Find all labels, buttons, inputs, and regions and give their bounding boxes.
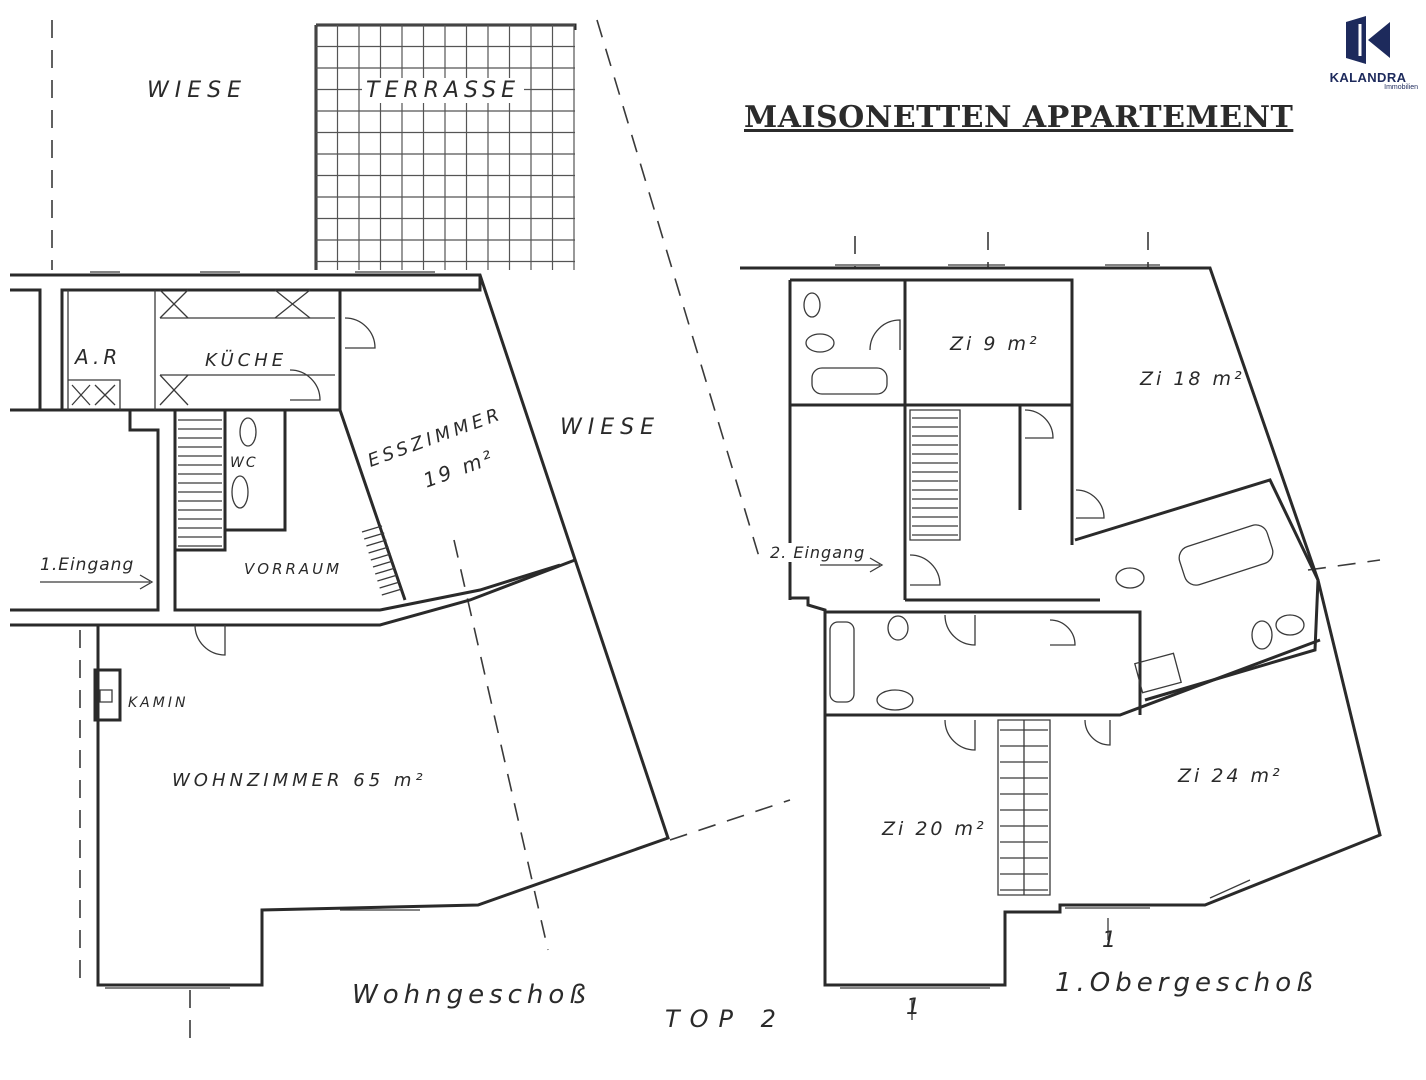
company-logo: KALANDRA Immobilien	[1318, 14, 1418, 91]
terrace-grid	[314, 23, 577, 270]
label-zi24: Zi 24 m²	[1178, 765, 1283, 787]
label-eingang-2: 2. Eingang	[770, 543, 866, 562]
label-top-2: TOP 2	[665, 1005, 786, 1033]
label-wc: WC	[230, 455, 258, 471]
section-mark-2: 1	[906, 995, 920, 1020]
label-kueche: KÜCHE	[205, 350, 288, 371]
label-wiese-right: WIESE	[560, 415, 661, 440]
label-floor-wohngeschoss: Wohngeschoß	[352, 980, 591, 1010]
label-terrasse: TERRASSE	[362, 78, 525, 103]
label-zi9: Zi 9 m²	[950, 333, 1040, 355]
label-wiese-top: WIESE	[147, 78, 248, 103]
section-mark-1: 1	[1102, 928, 1116, 953]
logo-name: KALANDRA	[1329, 70, 1407, 85]
upper-floor-plan	[740, 232, 1382, 1020]
page-title: MAISONETTEN APPARTEMENT	[744, 100, 1294, 135]
label-kamin: KAMIN	[128, 695, 189, 711]
label-vorraum: VORRAUM	[244, 560, 343, 578]
label-abstellraum: A.R	[75, 345, 122, 369]
label-eingang-1: 1.Eingang	[40, 555, 135, 575]
label-zi20: Zi 20 m²	[882, 818, 987, 840]
label-wohnzimmer: WOHNZIMMER 65 m²	[172, 770, 427, 791]
logo-subtitle: Immobilien	[1384, 84, 1418, 91]
label-floor-obergeschoss: 1.Obergeschoß	[1055, 968, 1318, 998]
kalandra-logo-icon	[1346, 16, 1390, 64]
ground-floor-plan	[10, 19, 791, 1040]
label-zi18: Zi 18 m²	[1140, 368, 1245, 390]
